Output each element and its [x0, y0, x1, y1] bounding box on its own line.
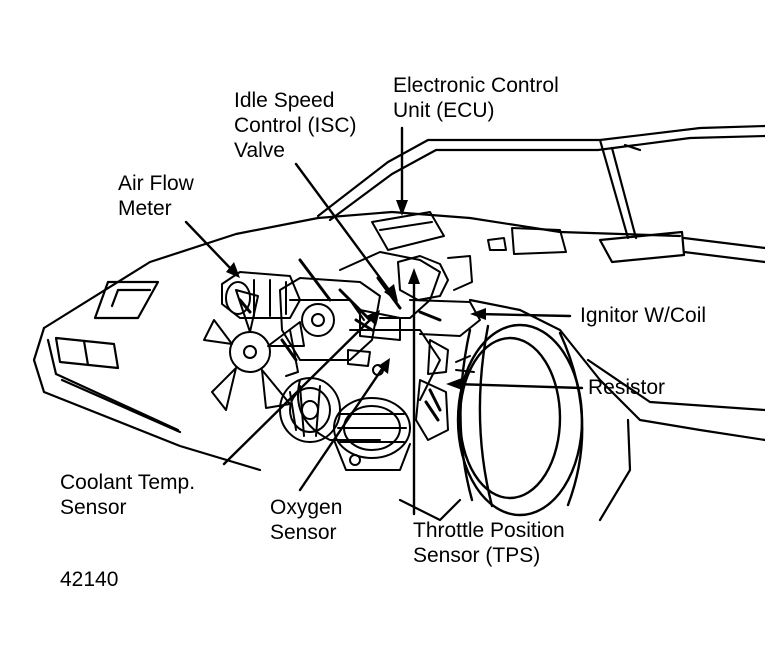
isc-leader: [294, 162, 394, 296]
label-coolant-temp-sensor: Coolant Temp. Sensor: [60, 470, 195, 520]
label-throttle-position-sensor: Throttle Position Sensor (TPS): [413, 518, 565, 568]
label-oxygen-line-1: Oxygen: [270, 496, 343, 519]
label-oxygen-line-2: Sensor: [270, 521, 337, 544]
label-airflow-line-2: Meter: [118, 197, 172, 220]
label-isc: Idle Speed Control (ISC) Valve: [234, 88, 357, 163]
isc-arrowhead: [384, 284, 398, 302]
label-isc-line-1: Idle Speed: [234, 89, 335, 112]
label-air-flow-meter: Air Flow Meter: [118, 171, 194, 221]
coolant-arrowhead: [366, 310, 380, 326]
airflow-arrowhead: [226, 262, 240, 278]
label-ignitor-line-1: Ignitor W/Coil: [580, 304, 707, 327]
airflow-leader: [184, 220, 234, 272]
label-ecu: Electronic Control Unit (ECU): [393, 73, 559, 123]
label-tps-line-2: Sensor (TPS): [413, 544, 541, 567]
resistor-leader: [452, 382, 584, 390]
alternator: [279, 377, 341, 443]
label-ignitor: Ignitor W/Coil: [580, 303, 706, 328]
leader-lines: [184, 126, 584, 516]
label-isc-line-2: Control (ISC): [234, 114, 357, 137]
label-ecu-line-2: Unit (ECU): [393, 99, 495, 122]
ecu-arrowhead: [396, 200, 408, 216]
tps-arrowhead: [408, 268, 420, 284]
coolant-leader: [222, 316, 374, 466]
air-flow-meter: [221, 271, 301, 377]
front-bumper: [32, 326, 262, 472]
fender-outline: [398, 298, 765, 522]
arrowheads: [226, 200, 486, 390]
figure-number: 42140: [60, 568, 119, 591]
label-airflow-line-1: Air Flow: [118, 172, 194, 195]
label-coolant-line-1: Coolant Temp.: [60, 471, 196, 494]
label-resistor: Resistor: [588, 375, 665, 400]
ignitor-leader: [476, 312, 572, 318]
resistor-arrowhead: [446, 378, 462, 390]
ac-compressor: [333, 397, 411, 471]
ecu-box: [371, 211, 567, 255]
label-coolant-line-2: Sensor: [60, 496, 127, 519]
label-isc-line-3: Valve: [234, 139, 285, 162]
oxygen-leader: [298, 364, 386, 492]
oxygen-arrowhead: [378, 358, 390, 374]
intake-components: [347, 255, 481, 441]
side-mirror: [598, 230, 765, 264]
front-wheel: [456, 323, 584, 517]
label-tps-line-1: Throttle Position: [413, 519, 565, 542]
label-ecu-line-1: Electronic Control: [393, 74, 559, 97]
ignitor-arrowhead: [470, 308, 486, 320]
label-resistor-line-1: Resistor: [588, 376, 666, 399]
hood-outline: [42, 210, 682, 330]
windshield-outline: [316, 124, 765, 240]
label-oxygen-sensor: Oxygen Sensor: [270, 495, 342, 545]
